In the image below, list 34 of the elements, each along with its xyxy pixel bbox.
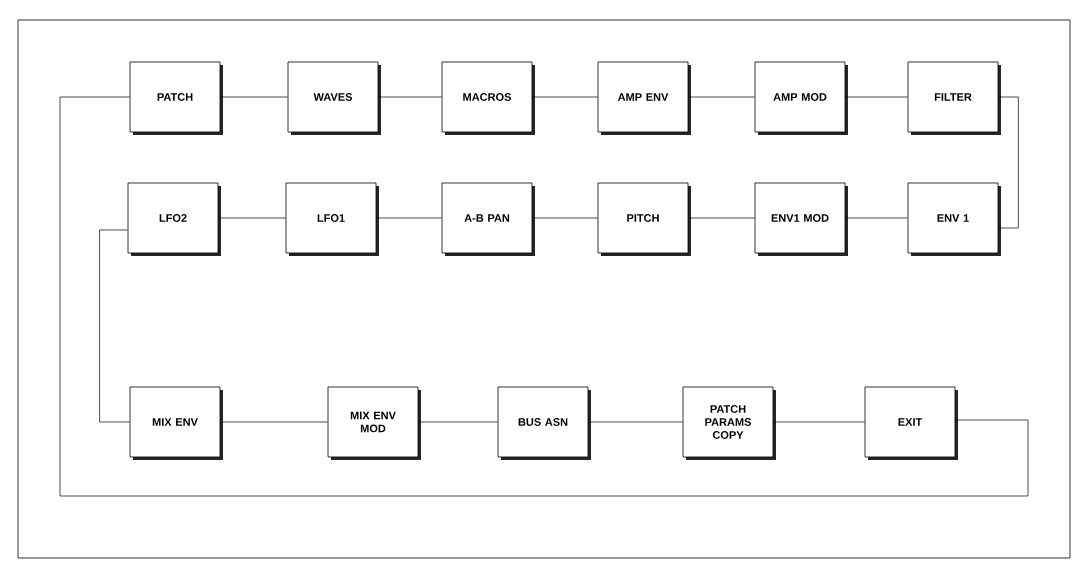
- process-box: WAVES: [287, 61, 381, 135]
- connector-line: [688, 96, 755, 98]
- connector-line: [378, 96, 442, 98]
- process-box: PATCH PARAMS COPY: [682, 386, 776, 460]
- connector-line: [59, 96, 1029, 497]
- process-box: MIX ENV MOD: [327, 386, 421, 460]
- process-box: FILTER: [907, 61, 1001, 135]
- process-box: MACROS: [441, 61, 535, 135]
- connector-line: [220, 421, 328, 423]
- process-box: BUS ASN: [497, 386, 591, 460]
- connector-line: [218, 217, 286, 219]
- process-box: ENV 1: [907, 182, 1001, 256]
- connector-line: [845, 217, 908, 219]
- process-box: MIX ENV: [129, 386, 223, 460]
- connector-line: [418, 421, 498, 423]
- connector-line: [532, 96, 598, 98]
- connector-line: [998, 96, 1019, 229]
- process-box: ENV1 MOD: [754, 182, 848, 256]
- process-box: LFO2: [127, 182, 221, 256]
- connector-line: [688, 217, 755, 219]
- connector-line: [99, 229, 130, 423]
- process-box: EXIT: [864, 386, 958, 460]
- connector-line: [773, 421, 865, 423]
- process-box: LFO1: [285, 182, 379, 256]
- process-box: AMP MOD: [754, 61, 848, 135]
- process-box: A-B PAN: [441, 182, 535, 256]
- connector-line: [376, 217, 442, 219]
- connector-line: [532, 217, 598, 219]
- process-box: PATCH: [129, 61, 223, 135]
- connector-line: [845, 96, 908, 98]
- process-box: PITCH: [597, 182, 691, 256]
- connector-line: [588, 421, 683, 423]
- connector-line: [220, 96, 288, 98]
- process-box: AMP ENV: [597, 61, 691, 135]
